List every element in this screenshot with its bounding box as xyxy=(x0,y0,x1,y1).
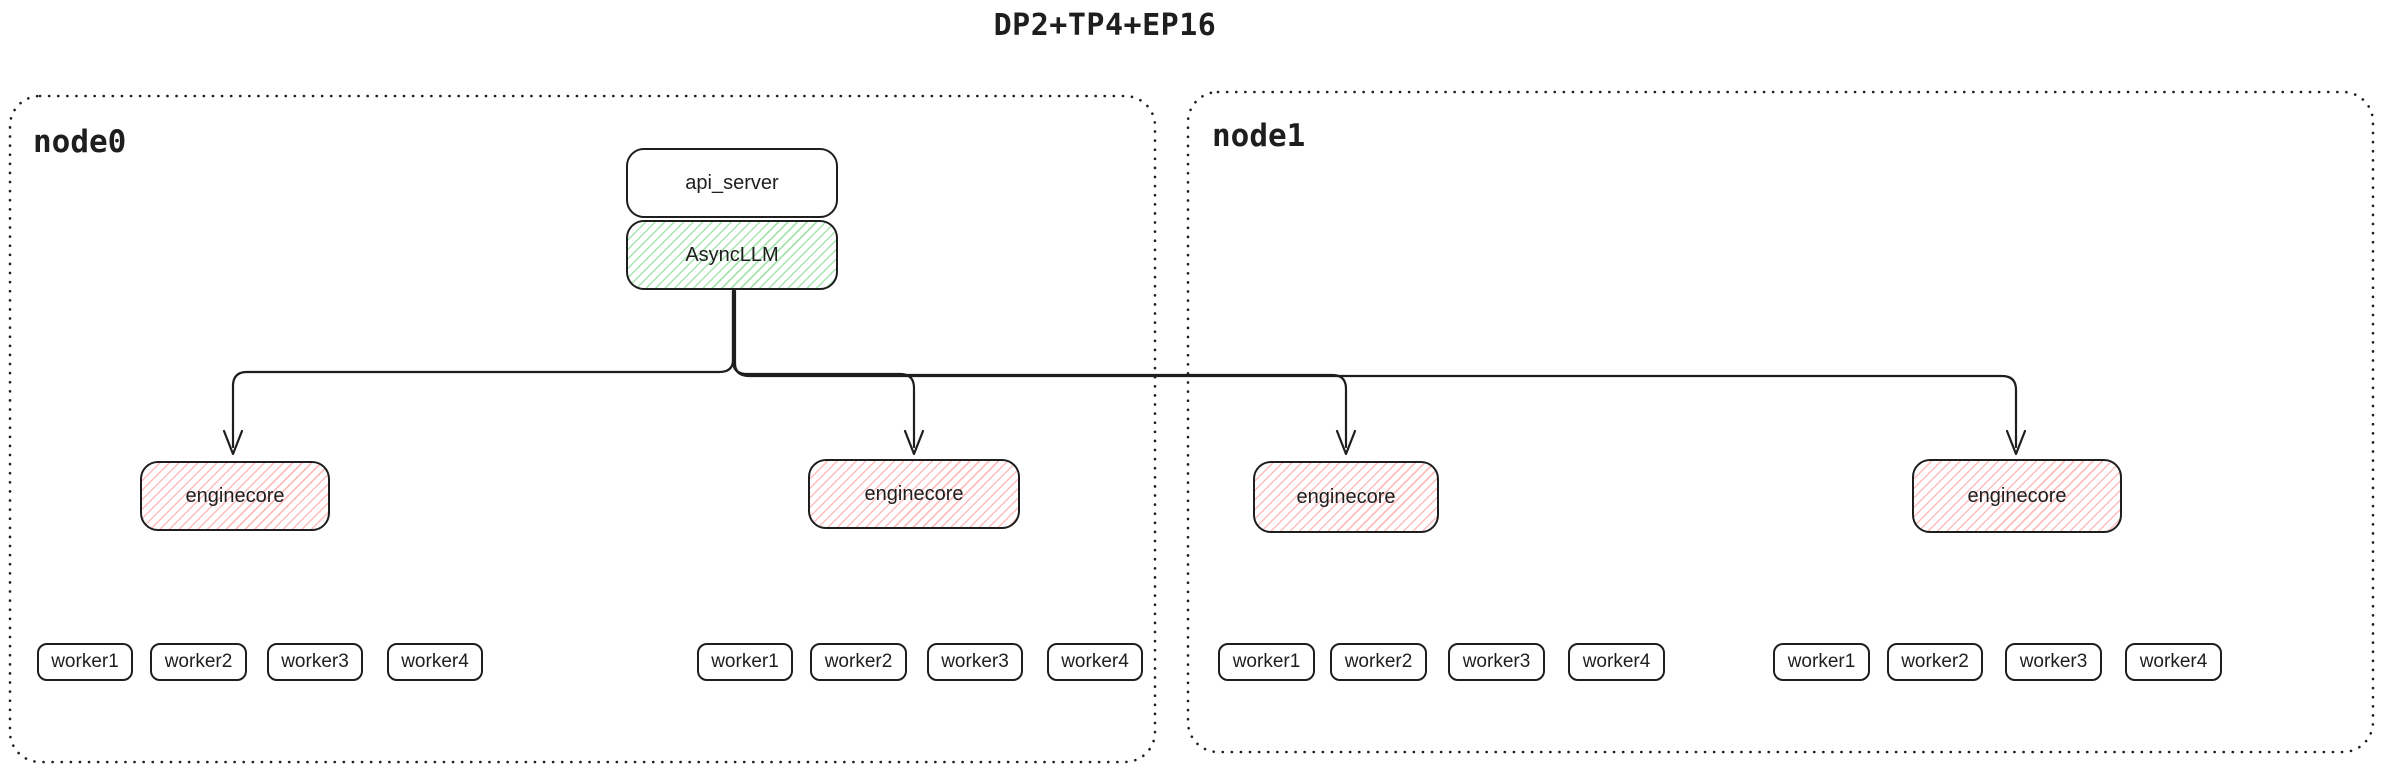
worker-box: worker1 xyxy=(37,643,133,681)
asyncllm-box: AsyncLLM xyxy=(626,220,838,290)
enginecore-box-1: enginecore xyxy=(140,461,330,531)
diagram-title: DP2+TP4+EP16 xyxy=(993,8,1217,43)
worker-label: worker4 xyxy=(1061,651,1129,672)
worker-box: worker1 xyxy=(1218,643,1315,681)
enginecore-label: enginecore xyxy=(1296,485,1396,508)
node0-label: node0 xyxy=(33,124,127,160)
worker-box: worker4 xyxy=(2125,643,2222,681)
worker-label: worker2 xyxy=(824,651,893,672)
worker-label: worker1 xyxy=(711,651,779,672)
worker-box: worker4 xyxy=(1047,643,1143,681)
enginecore-box-4: enginecore xyxy=(1912,459,2122,533)
enginecore-label: enginecore xyxy=(1967,484,2067,507)
asyncllm-label: AsyncLLM xyxy=(685,243,779,266)
arrow-asyncllm-to-enginecore-1 xyxy=(231,289,735,449)
arrowhead-enginecore-3 xyxy=(1335,429,1357,456)
worker-box: worker2 xyxy=(810,643,907,681)
worker-box: worker3 xyxy=(927,643,1023,681)
worker-box: worker2 xyxy=(1887,643,1983,681)
arrowhead-enginecore-1 xyxy=(222,429,244,456)
api-server-box: api_server xyxy=(626,148,838,218)
enginecore-label: enginecore xyxy=(185,484,285,507)
worker-box: worker3 xyxy=(2005,643,2102,681)
worker-box: worker2 xyxy=(1330,643,1427,681)
worker-label: worker4 xyxy=(2139,651,2208,672)
worker-label: worker4 xyxy=(1582,651,1651,672)
worker-box: worker4 xyxy=(1568,643,1665,681)
node0-border xyxy=(8,94,1157,764)
enginecore-box-3: enginecore xyxy=(1253,461,1439,533)
worker-box: worker3 xyxy=(1448,643,1545,681)
arrowhead-enginecore-2 xyxy=(903,429,925,456)
worker-label: worker1 xyxy=(51,651,119,672)
arrow-asyncllm-to-enginecore-4 xyxy=(733,289,2018,449)
worker-label: worker3 xyxy=(1462,651,1531,672)
node1-label: node1 xyxy=(1212,118,1306,154)
worker-label: worker3 xyxy=(941,651,1009,672)
worker-label: worker3 xyxy=(2019,651,2088,672)
worker-label: worker1 xyxy=(1232,651,1301,672)
api-server-label: api_server xyxy=(685,171,779,194)
worker-box: worker1 xyxy=(697,643,793,681)
arrow-asyncllm-to-enginecore-2 xyxy=(731,289,916,449)
worker-label: worker2 xyxy=(164,651,233,672)
worker-label: worker1 xyxy=(1787,651,1856,672)
worker-label: worker2 xyxy=(1344,651,1413,672)
worker-box: worker3 xyxy=(267,643,363,681)
enginecore-label: enginecore xyxy=(864,482,964,505)
enginecore-box-2: enginecore xyxy=(808,459,1020,529)
worker-label: worker3 xyxy=(281,651,349,672)
arrowhead-enginecore-4 xyxy=(2005,429,2027,456)
arrow-asyncllm-to-enginecore-3 xyxy=(732,289,1348,449)
worker-box: worker4 xyxy=(387,643,483,681)
worker-box: worker1 xyxy=(1773,643,1870,681)
worker-label: worker2 xyxy=(1901,651,1969,672)
worker-label: worker4 xyxy=(401,651,469,672)
worker-box: worker2 xyxy=(150,643,247,681)
